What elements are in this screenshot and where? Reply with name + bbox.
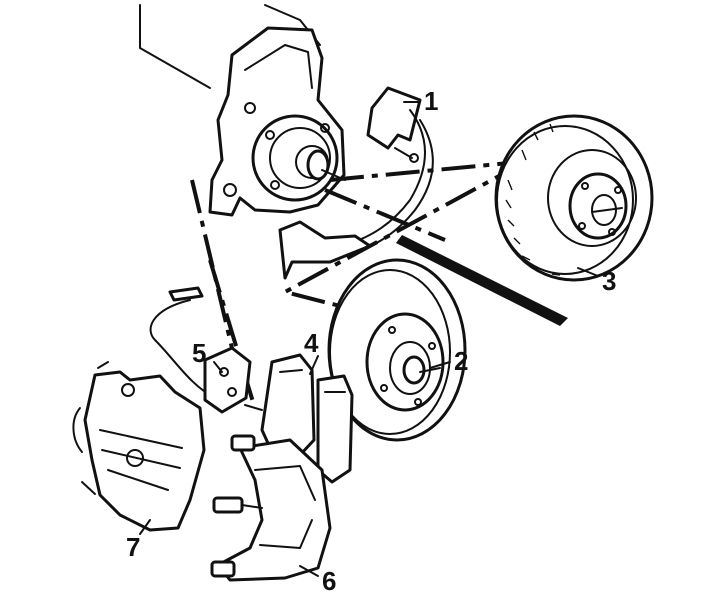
- callout-1: 1: [424, 86, 438, 116]
- callout-2: 2: [454, 346, 468, 376]
- brake-disc-icon: [327, 258, 467, 442]
- callout-3: 3: [602, 266, 616, 296]
- callout-7: 7: [126, 532, 140, 562]
- caliper-bracket-icon: [210, 434, 332, 582]
- leader-lines: [139, 101, 599, 577]
- callout-4: 4: [304, 328, 319, 358]
- brake-pads-icon: [260, 353, 354, 484]
- callout-5: 5: [192, 338, 206, 368]
- callout-6: 6: [322, 566, 336, 596]
- ventilated-disc-icon: [494, 114, 654, 282]
- caliper-housing-icon: [72, 361, 206, 532]
- steering-knuckle: [139, 4, 346, 217]
